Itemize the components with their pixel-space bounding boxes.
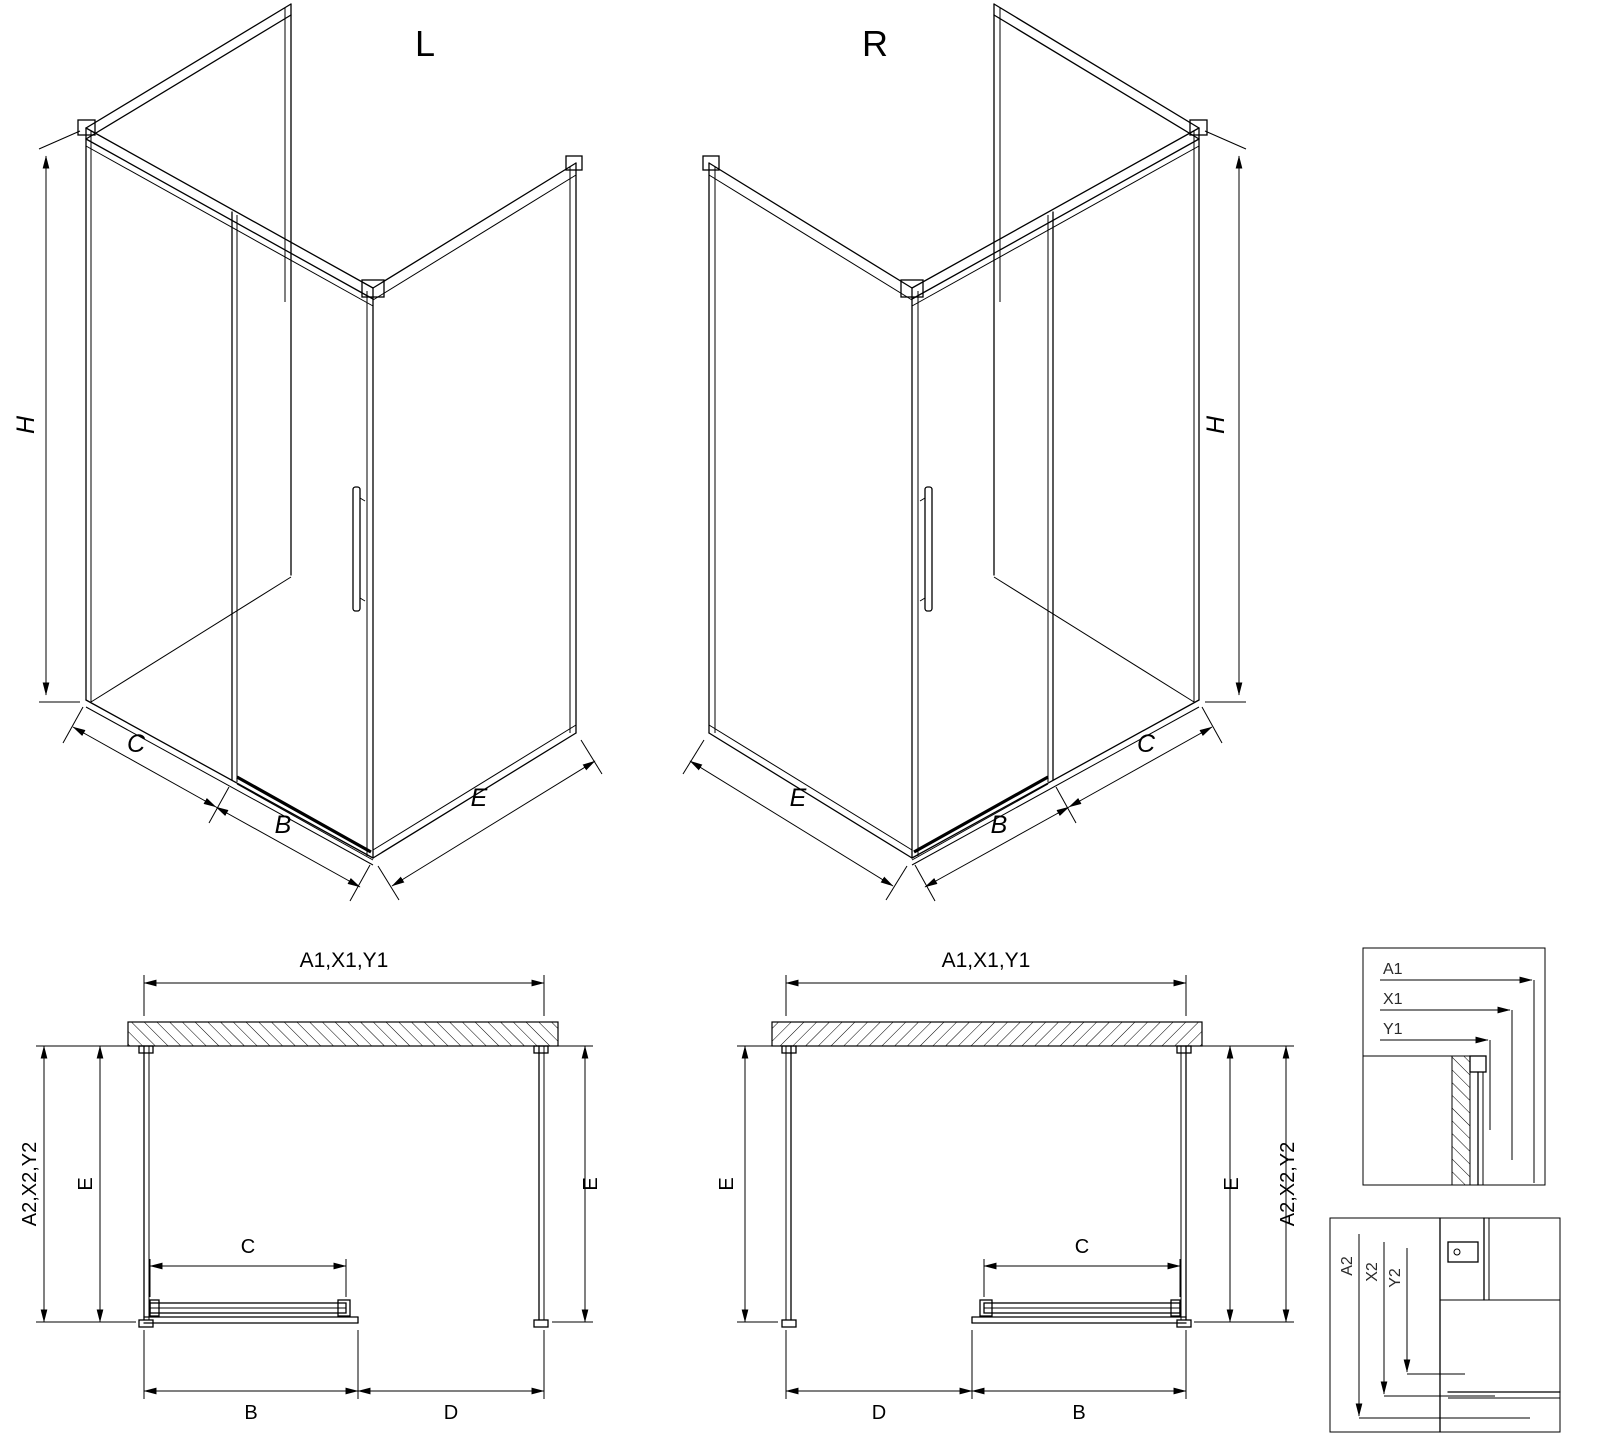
detail-dim-y1: Y1 [1383, 1021, 1403, 1038]
plan-right-dim-b: B [1072, 1402, 1085, 1424]
plan-right-dim-d: D [872, 1402, 886, 1424]
dimension-lines-left [39, 131, 602, 901]
plan-right-dim-c: C [1075, 1236, 1089, 1258]
detail-dim-x2: X2 [1364, 1262, 1381, 1282]
plan-geometry-left [127, 1021, 559, 1328]
plan-right-dim-e-left: E [716, 1177, 738, 1190]
detail-dim-y2: Y2 [1387, 1268, 1404, 1288]
variant-label-right: R [862, 23, 888, 64]
enclosure-geometry-right [701, 2, 1209, 867]
dim-label-c-left: C [127, 730, 146, 758]
plan-left-dim-c: C [241, 1236, 255, 1258]
dim-label-e-right: E [790, 784, 807, 812]
plan-geometry-right [771, 1021, 1203, 1328]
dim-label-h-left: H [12, 415, 40, 434]
dim-label-h-right: H [1202, 415, 1230, 434]
plan-left-dim-a2x2y2: A2,X2,Y2 [19, 1142, 41, 1227]
detail-section-top: A1 X1 Y1 [1362, 947, 1546, 1186]
dim-label-c-right: C [1137, 730, 1156, 758]
plan-drawing-left: A1,X1,Y1 A2,X2,Y2 E E C B D [19, 949, 602, 1424]
enclosure-geometry-left [76, 2, 584, 867]
plan-left-dim-e-right: E [580, 1177, 602, 1190]
plan-drawing-right: A1,X1,Y1 A2,X2,Y2 E E C B D [716, 949, 1299, 1424]
plan-left-dim-b: B [244, 1402, 257, 1424]
wall-section-hatch [1451, 1055, 1471, 1186]
plan-right-dim-e-right: E [1221, 1177, 1243, 1190]
dimension-lines-right [683, 131, 1246, 901]
variant-label-left: L [415, 23, 435, 64]
iso-drawing-left: L H C B E [12, 2, 602, 901]
detail-section-plan: A2 X2 Y2 [1329, 1217, 1561, 1433]
plan-left-dim-e-left: E [75, 1177, 97, 1190]
detail-dim-x1: X1 [1383, 991, 1403, 1008]
detail-dim-a2: A2 [1339, 1256, 1356, 1276]
dim-label-b-right: B [991, 811, 1008, 839]
detail-dim-a1: A1 [1383, 961, 1403, 978]
dim-label-b-left: B [275, 811, 292, 839]
plan-right-dim-a1x1y1: A1,X1,Y1 [942, 949, 1031, 972]
plan-right-dim-a2x2y2: A2,X2,Y2 [1277, 1142, 1299, 1227]
plan-left-dim-d: D [444, 1402, 458, 1424]
iso-drawing-right: R H C B E [683, 2, 1246, 901]
plan-left-dim-a1x1y1: A1,X1,Y1 [300, 949, 389, 972]
dim-label-e-left: E [471, 784, 488, 812]
door-profile-detail [1447, 1241, 1479, 1263]
